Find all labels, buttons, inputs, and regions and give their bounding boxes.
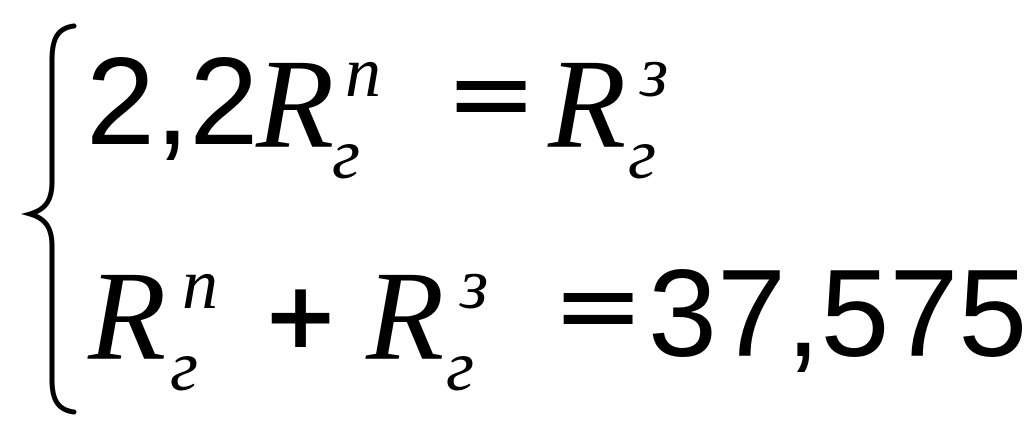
variable-r: R	[366, 245, 445, 387]
superscript: з	[640, 32, 669, 112]
subscript: г	[332, 114, 361, 194]
superscript: з	[460, 244, 489, 324]
variable-r: R	[88, 245, 167, 387]
subscript: г	[170, 326, 199, 406]
coefficient: 2,2	[86, 33, 259, 171]
equals-sign: =	[552, 241, 645, 369]
variable-r: R	[256, 33, 335, 175]
result-value: 37,575	[648, 245, 1024, 383]
plus-sign: +	[262, 262, 340, 369]
variable-r: R	[548, 33, 627, 175]
superscript: п	[345, 32, 381, 112]
superscript: п	[182, 244, 218, 324]
subscript: г	[446, 326, 475, 406]
equals-sign: =	[445, 29, 538, 157]
subscript: г	[628, 114, 657, 194]
